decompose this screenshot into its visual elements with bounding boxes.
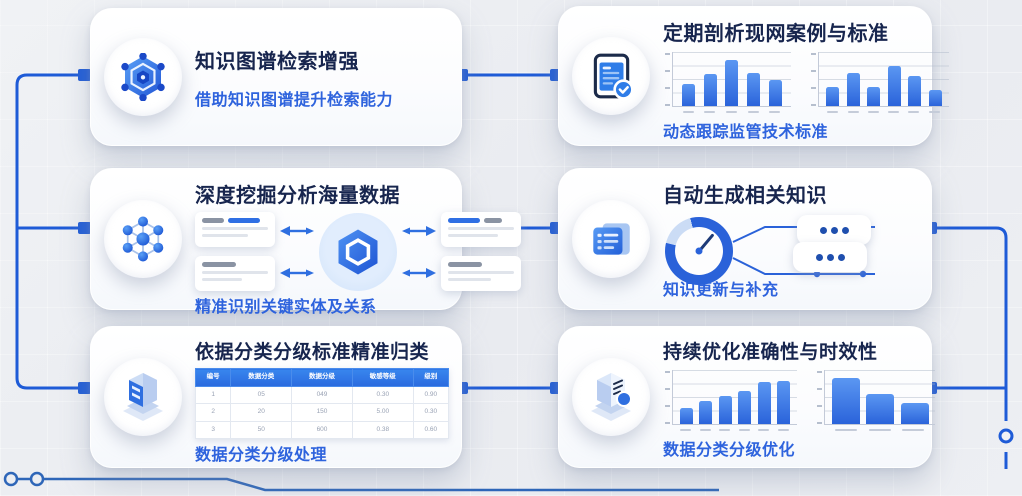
arrow-right-icon [402,225,436,236]
donut-gauge [665,217,733,285]
card-auto-generate-knowledge: 自动生成相关知识 [558,168,932,310]
arrow-left-icon [280,267,314,278]
documents-icon [572,200,650,278]
card-case-standard-analysis: 定期剖析现网案例与标准 动态跟踪监管技术标准 [558,6,949,146]
bar-chart [815,370,935,434]
document-snippet [195,256,275,291]
card-title: 深度挖掘分析海量数据 [195,185,400,207]
bar-chart [809,52,949,116]
card-subtitle: 动态跟踪监管技术标准 [663,124,829,141]
document-snippet [441,212,521,247]
right-rail-node-circle [998,428,1014,444]
left-rail-lines [15,73,84,390]
card-title: 依据分类分级标准精准归类 [195,342,430,363]
bar-chart [663,370,797,434]
card-title: 持续优化准确性与时效性 [663,342,878,363]
dots-pill [793,242,867,272]
arrow-left-icon [280,225,314,236]
card-continuous-optimization: 持续优化准确性与时效性 数据分类分级优化 [558,326,935,468]
dots-pill [797,215,871,245]
card-subtitle: 数据分类分级处理 [195,447,328,464]
knowledge-graph-hexagon-icon [104,38,182,116]
arrow-right-icon [402,267,436,278]
bar-chart [663,52,791,116]
document-snippet [441,256,521,291]
card-deep-mining: 深度挖掘分析海量数据 [90,168,521,316]
central-hexagon-icon [319,212,397,291]
card-subtitle: 数据分类分级优化 [663,442,796,459]
card-subtitle: 借助知识图谱提升检索能力 [195,92,394,109]
report-check-icon [572,37,650,115]
card-subtitle: 精准识别关键实体及关系 [195,299,377,316]
document-snippet [195,212,275,247]
card-knowledge-graph-retrieval: 知识图谱检索增强 借助知识图谱提升检索能力 [90,8,462,146]
server-box-icon [104,358,182,436]
card-title: 定期剖析现网案例与标准 [663,23,889,45]
generation-flow-visual [663,212,919,285]
card-title: 知识图谱检索增强 [195,51,359,73]
network-graph-icon [104,200,182,278]
server-badge-icon [572,358,650,436]
card-title: 自动生成相关知识 [663,185,827,207]
bottom-circuit-trace [3,471,719,492]
mini-bar-charts [663,370,935,434]
card-subtitle: 知识更新与补充 [663,282,779,299]
mini-bar-charts [663,52,949,116]
entity-extraction-diagram [195,212,521,291]
